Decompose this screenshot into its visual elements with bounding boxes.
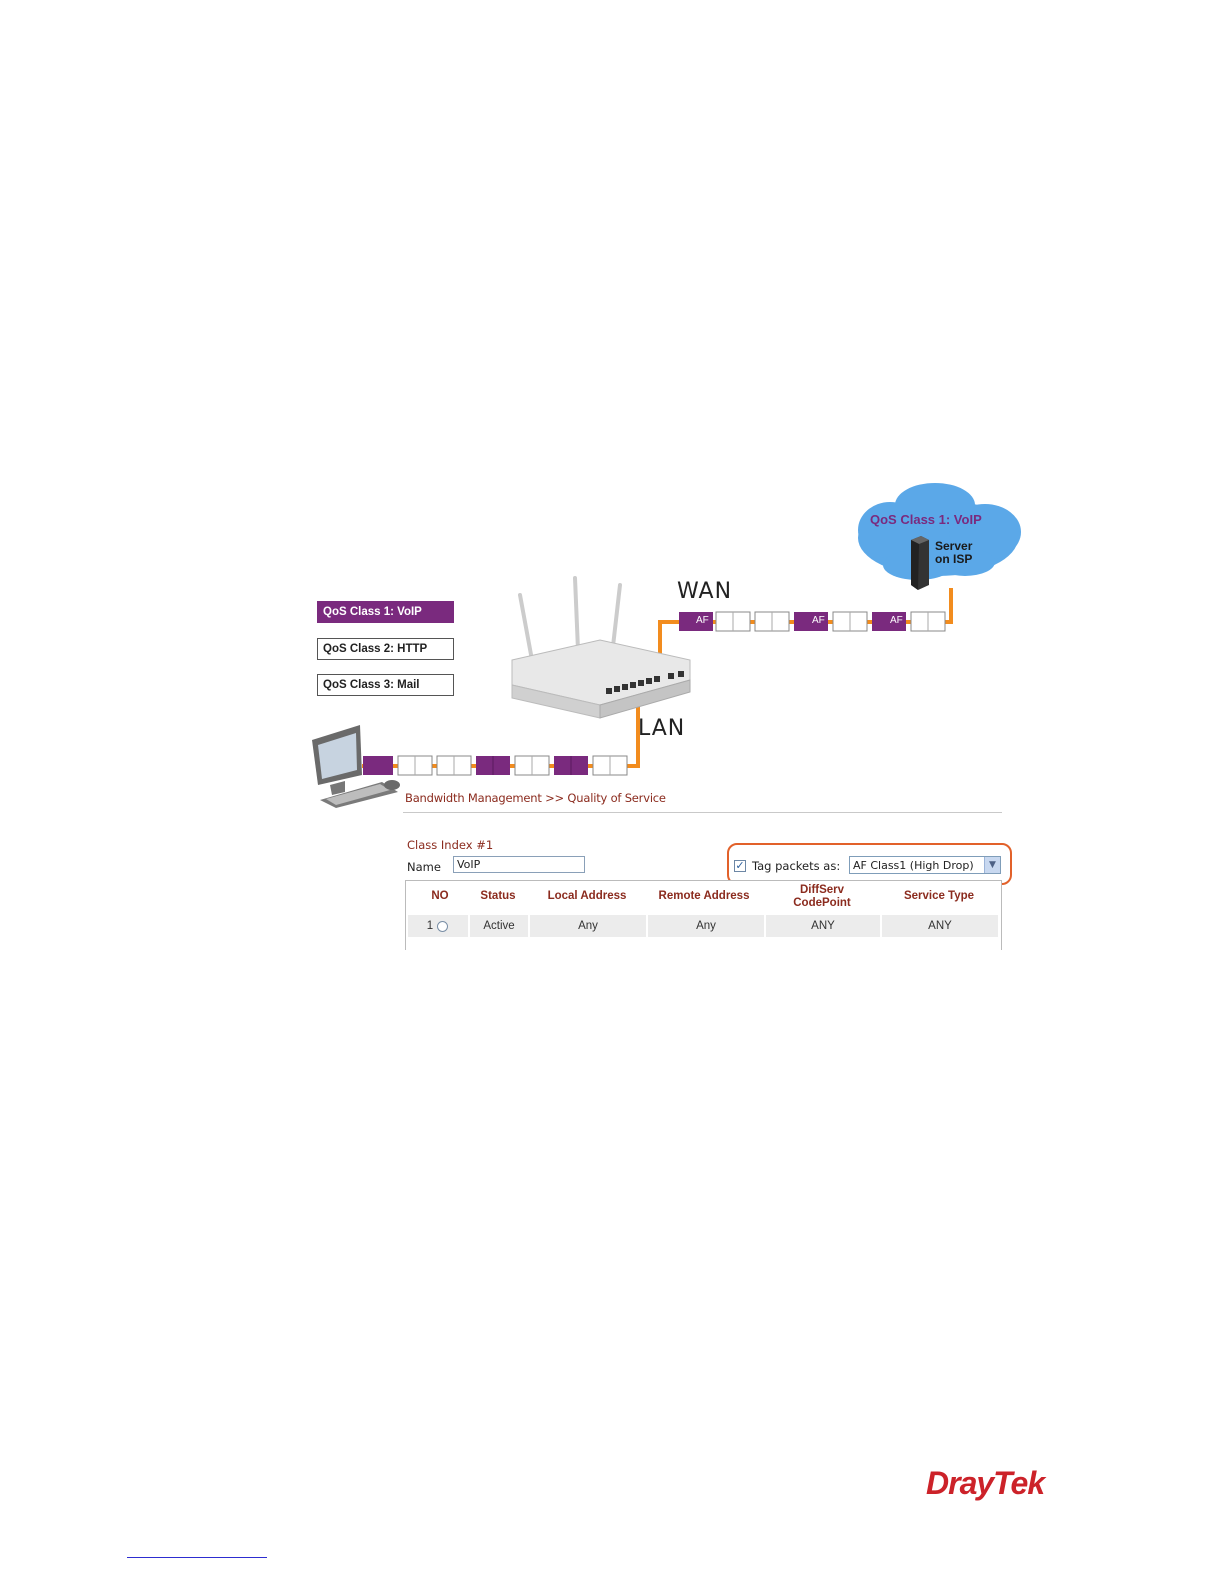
server-label-line1: Server [935,539,973,553]
class-index-title: Class Index #1 [407,838,494,852]
breadcrumb: Bandwidth Management >> Quality of Servi… [405,791,666,805]
header-status: Status [480,890,516,902]
isp-cloud-icon [858,483,1021,580]
server-label-line2: on ISP [935,552,973,566]
qos-diagram: QoS Class 1: VoIP QoS Class 2: HTTP QoS … [312,483,1021,808]
cell-separator [468,915,470,937]
tag-packets-value: AF Class1 (High Drop) [853,859,974,872]
header-local-address: Local Address [547,890,627,902]
name-field[interactable]: VoIP [453,856,585,873]
cell-local-address: Any [578,920,598,932]
tag-packets-label: Tag packets as: [752,859,841,873]
tag-packets-checkbox[interactable]: ✓ [734,859,746,872]
chevron-down-icon[interactable]: ▼ [984,857,1000,873]
cell-separator [528,915,530,937]
header-diffserv-line2: CodePoint [793,897,851,909]
draytek-logo: DrayTek [926,1465,1045,1501]
wan-packets [679,611,946,632]
header-diffserv-line1: DiffServ [799,884,845,896]
header-service-type: Service Type [903,890,975,902]
name-label: Name [407,860,441,874]
cell-no: 1 [426,920,434,932]
af-tag: AF [890,615,903,626]
tag-packets-select[interactable]: AF Class1 (High Drop) ▼ [849,856,1001,874]
cell-separator [880,915,882,937]
af-tag: AF [696,615,709,626]
legend-qos-class-2: QoS Class 2: HTTP [317,638,454,660]
header-remote-address: Remote Address [658,890,750,902]
header-no: NO [431,890,449,902]
divider [403,812,1002,813]
header-diffserv-codepoint: DiffServ CodePoint [772,884,872,910]
cell-separator [764,915,766,937]
cell-status: Active [483,920,515,932]
router-icon [511,576,691,719]
computer-icon [312,725,400,808]
wan-label: WAN [677,579,733,604]
footer-link-underline [127,1557,267,1558]
cell-service-type: ANY [928,920,952,932]
lan-packets [363,755,628,776]
legend-qos-class-3: QoS Class 3: Mail [317,674,454,696]
network-illustration [312,483,1021,808]
server-icon [911,536,929,590]
lan-label: LAN [638,716,686,741]
table-row [408,915,998,937]
cloud-title: QoS Class 1: VoIP [870,512,982,527]
legend-qos-class-1: QoS Class 1: VoIP [317,601,454,623]
cell-remote-address: Any [696,920,716,932]
cell-codepoint: ANY [811,920,835,932]
row-select-radio[interactable] [437,921,448,932]
af-tag: AF [812,615,825,626]
server-label: Server on ISP [935,540,972,566]
cell-separator [646,915,648,937]
